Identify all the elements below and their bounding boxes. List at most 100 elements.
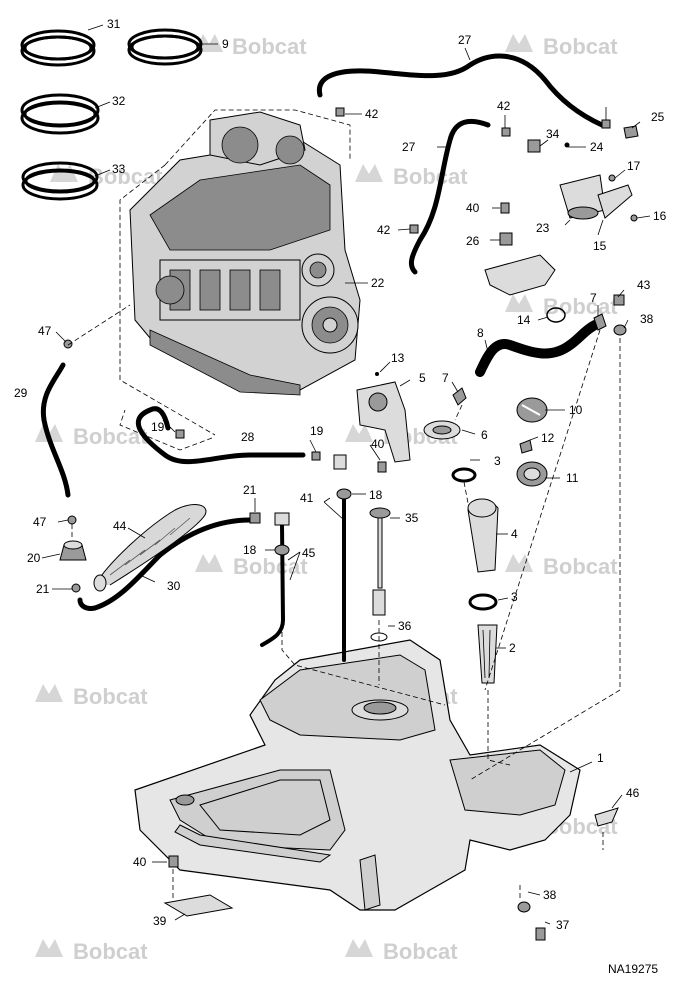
callout-18-left: 18 [243,543,257,557]
callout-labels: 31 9 32 33 27 42 27 42 34 24 25 17 16 15… [14,17,667,932]
watermark-logo [505,554,533,572]
cap-10 [516,397,548,423]
watermark-text: Bobcat [232,34,307,59]
callout-24: 24 [590,140,604,154]
watermark-text: Bobcat [73,424,148,449]
callout-32: 32 [112,94,126,108]
bolt-37 [535,927,546,941]
callout-40-bottom: 40 [133,855,147,869]
watermark-text: Bobcat [383,939,458,964]
callout-5: 5 [419,371,426,385]
sender-35 [369,507,391,616]
callout-3-upper: 3 [494,454,501,468]
callout-47-lower: 47 [33,515,47,529]
callout-45: 45 [302,546,316,560]
bolt-40-top [500,202,510,214]
callout-36: 36 [398,619,412,633]
screw-16 [630,214,638,222]
clamp-42-mid [501,127,511,137]
clamp-3-lower [468,593,498,611]
watermark-text: Bobcat [543,554,618,579]
watermark-logo [35,684,63,702]
fitting-7-top [593,313,607,331]
callout-30: 30 [167,579,181,593]
callout-14: 14 [517,313,531,327]
grommet-38-top [613,324,627,336]
watermark-logo [355,164,383,182]
screw-24 [564,142,570,148]
shield-plate [484,254,556,296]
callout-27-lower: 27 [402,140,416,154]
plate-39 [163,894,234,917]
figure-id: NA19275 [608,962,658,976]
callout-33: 33 [112,162,126,176]
callout-7-top: 7 [590,291,597,305]
callout-15: 15 [593,239,607,253]
callout-1: 1 [597,751,604,765]
watermark-logo [195,554,223,572]
callout-21-left: 21 [36,582,50,596]
watermark-logo [505,294,533,312]
clamp-3-upper [451,467,477,483]
hose-28 [135,406,306,465]
callout-18-right: 18 [369,488,383,502]
strainer-2 [477,624,498,684]
fitting-25 [623,125,639,139]
watermark-text: Bobcat [543,34,618,59]
watermark-logo [345,424,373,442]
callout-41: 41 [300,491,314,505]
callout-12: 12 [541,431,555,445]
screw-13 [375,372,379,376]
bracket-46 [594,807,619,827]
callout-16: 16 [653,209,667,223]
hose-8 [475,320,600,377]
hose-coil-31 [20,29,96,67]
hose-30 [77,517,253,611]
grommet-38-bottom [517,901,531,913]
callout-29: 29 [14,386,28,400]
callout-20: 20 [27,551,41,565]
grommet-18-left [274,544,290,556]
clamp-14 [546,307,566,323]
watermark-logo [35,424,63,442]
callout-40-mid: 40 [371,437,385,451]
bracket-5 [356,381,411,463]
callout-40-top: 40 [466,201,480,215]
callout-44: 44 [113,519,127,533]
fitting-21-left [71,583,81,593]
watermark-text: Bobcat [73,939,148,964]
leader-lines [41,24,651,925]
hose-27-top [316,53,605,128]
fitting-47-lower [67,515,77,525]
callout-6: 6 [481,428,488,442]
clip-12 [519,439,533,454]
callout-38-bottom: 38 [543,888,557,902]
neck-4 [467,498,499,573]
callout-9: 9 [222,37,229,51]
callout-26: 26 [466,234,480,248]
watermark-logo [35,939,63,957]
fitting-34 [527,139,541,153]
clip-26 [499,232,513,246]
hose-coil-32 [20,93,100,135]
assembly-lines [67,304,621,900]
fitting-7-mid [452,387,467,406]
callout-7-mid: 7 [442,371,449,385]
clamp-42-right [601,119,611,129]
filler-neck-6 [423,420,461,440]
callout-34: 34 [546,127,560,141]
clamp-42-left [409,224,419,234]
callout-19-right: 19 [310,424,324,438]
filter-23 [559,174,606,220]
watermark-text: Bobcat [73,684,148,709]
callout-21-mid: 21 [243,483,257,497]
watermark-text: Bobcat [393,164,468,189]
callout-42-mid: 42 [497,99,511,113]
cap-11 [516,461,548,487]
callout-43: 43 [637,278,651,292]
hose-coil-33 [21,161,99,201]
watermark-logo [50,164,78,182]
watermark-logo [345,939,373,957]
callout-17: 17 [627,159,641,173]
bolt-40-bottom [168,855,179,868]
